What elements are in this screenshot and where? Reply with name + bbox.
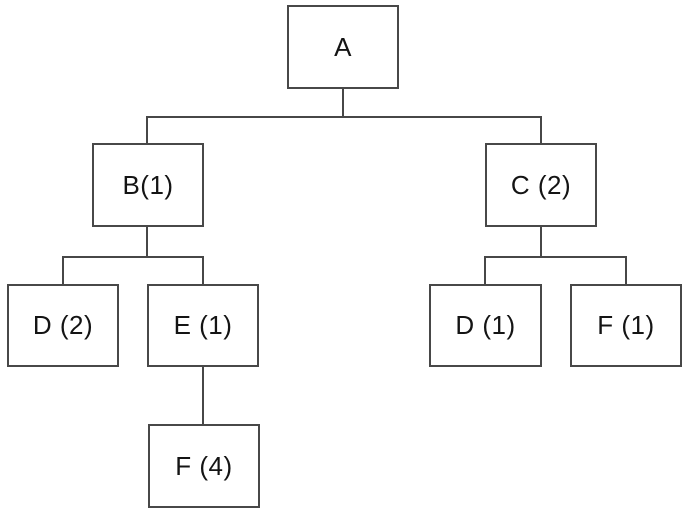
node-d1-label: D (1) [455, 310, 516, 340]
node-f4-label: F (4) [175, 450, 233, 481]
node-f4: F (4) [148, 424, 260, 508]
node-b-label: B(1) [122, 169, 174, 200]
connector-b-to-d2 [62, 227, 148, 284]
node-e1: E (1) [147, 284, 259, 367]
node-d1: D (1) [429, 284, 542, 367]
connector-c-to-d1 [484, 227, 542, 284]
node-c: C (2) [485, 143, 597, 227]
connector-a-to-b [146, 89, 344, 143]
node-a-label: A [334, 31, 352, 62]
node-e1-label: E (1) [173, 310, 233, 340]
connector-c-to-f1 [540, 227, 627, 284]
node-f1-label: F (1) [597, 310, 655, 340]
connector-b-to-e1 [146, 227, 204, 284]
node-f1: F (1) [570, 284, 682, 367]
node-d2: D (2) [7, 284, 119, 367]
node-d2-label: D (2) [32, 310, 94, 340]
node-b: B(1) [92, 143, 204, 227]
node-a: A [287, 5, 399, 89]
node-c-label: C (2) [510, 169, 572, 200]
connector-a-to-c [342, 89, 542, 143]
